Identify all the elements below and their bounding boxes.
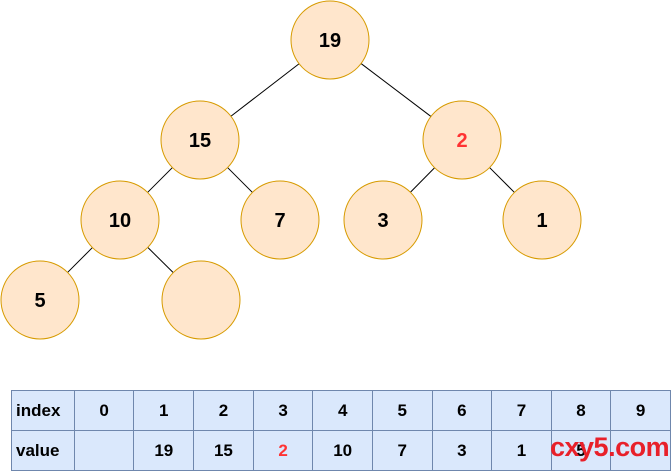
index-cell: 9 — [610, 390, 671, 431]
node-circle — [422, 100, 502, 180]
tree-node: 7 — [240, 180, 320, 260]
node-label: 5 — [34, 290, 45, 312]
tree-edges — [67, 63, 515, 273]
tree-node: 2 — [422, 100, 502, 180]
node-circle — [343, 180, 423, 260]
index-cell: 2 — [193, 390, 254, 431]
node-label: 19 — [319, 30, 341, 52]
node-label: 7 — [274, 210, 285, 232]
tree-edge — [147, 167, 173, 193]
tree-node: 15 — [160, 100, 240, 180]
node-circle — [160, 100, 240, 180]
tree-node: 10 — [80, 180, 160, 260]
value-cell: 7 — [372, 430, 433, 471]
value-cell — [610, 430, 671, 471]
node-label: 15 — [189, 130, 211, 152]
value-cell: 15 — [193, 430, 254, 471]
index-cell: 4 — [312, 390, 373, 431]
tree-node — [161, 260, 241, 340]
index-cell: 7 — [491, 390, 552, 431]
value-row: value 19 15 2 10 7 3 1 5 — [11, 430, 671, 471]
node-circle — [240, 180, 320, 260]
tree-node: 3 — [343, 180, 423, 260]
tree-edge — [147, 247, 174, 273]
index-cell: 3 — [252, 390, 314, 431]
value-cell-highlighted: 2 — [252, 430, 314, 471]
tree-edge — [410, 167, 435, 193]
tree-node: 1 — [502, 180, 582, 260]
value-cell: 19 — [133, 430, 195, 471]
index-row-label: index — [11, 390, 75, 431]
index-row: index 0 1 2 3 4 5 6 7 8 9 — [11, 390, 671, 431]
node-circle — [0, 260, 80, 340]
watermark-logo: cxy5.com — [550, 432, 670, 462]
tree-edge — [227, 167, 253, 193]
node-label: 2 — [456, 130, 467, 152]
value-cell: 5 — [550, 430, 612, 471]
value-cell: 1 — [491, 430, 552, 471]
node-circle — [161, 260, 241, 340]
index-cell: 1 — [133, 390, 195, 431]
node-circle — [290, 0, 370, 80]
node-circle — [502, 180, 582, 260]
index-cell: 5 — [372, 390, 433, 431]
tree-edge — [489, 167, 515, 193]
tree-node: 5 — [0, 260, 80, 340]
value-cell — [73, 430, 135, 471]
index-cell: 0 — [73, 390, 135, 431]
node-label: 10 — [109, 210, 131, 232]
value-cell: 3 — [431, 430, 493, 471]
index-cell: 8 — [550, 390, 612, 431]
node-label: 3 — [377, 210, 388, 232]
tree-edge — [360, 63, 432, 117]
tree-edge — [230, 63, 300, 117]
node-circle — [80, 180, 160, 260]
tree-edge — [67, 247, 93, 273]
value-cell: 10 — [312, 430, 373, 471]
index-cell: 6 — [431, 390, 493, 431]
value-row-label: value — [11, 430, 75, 471]
node-label: 1 — [536, 210, 547, 232]
heap-array-table: index 0 1 2 3 4 5 6 7 8 9 value 19 15 2 … — [11, 390, 671, 471]
tree-node: 19 — [290, 0, 370, 80]
